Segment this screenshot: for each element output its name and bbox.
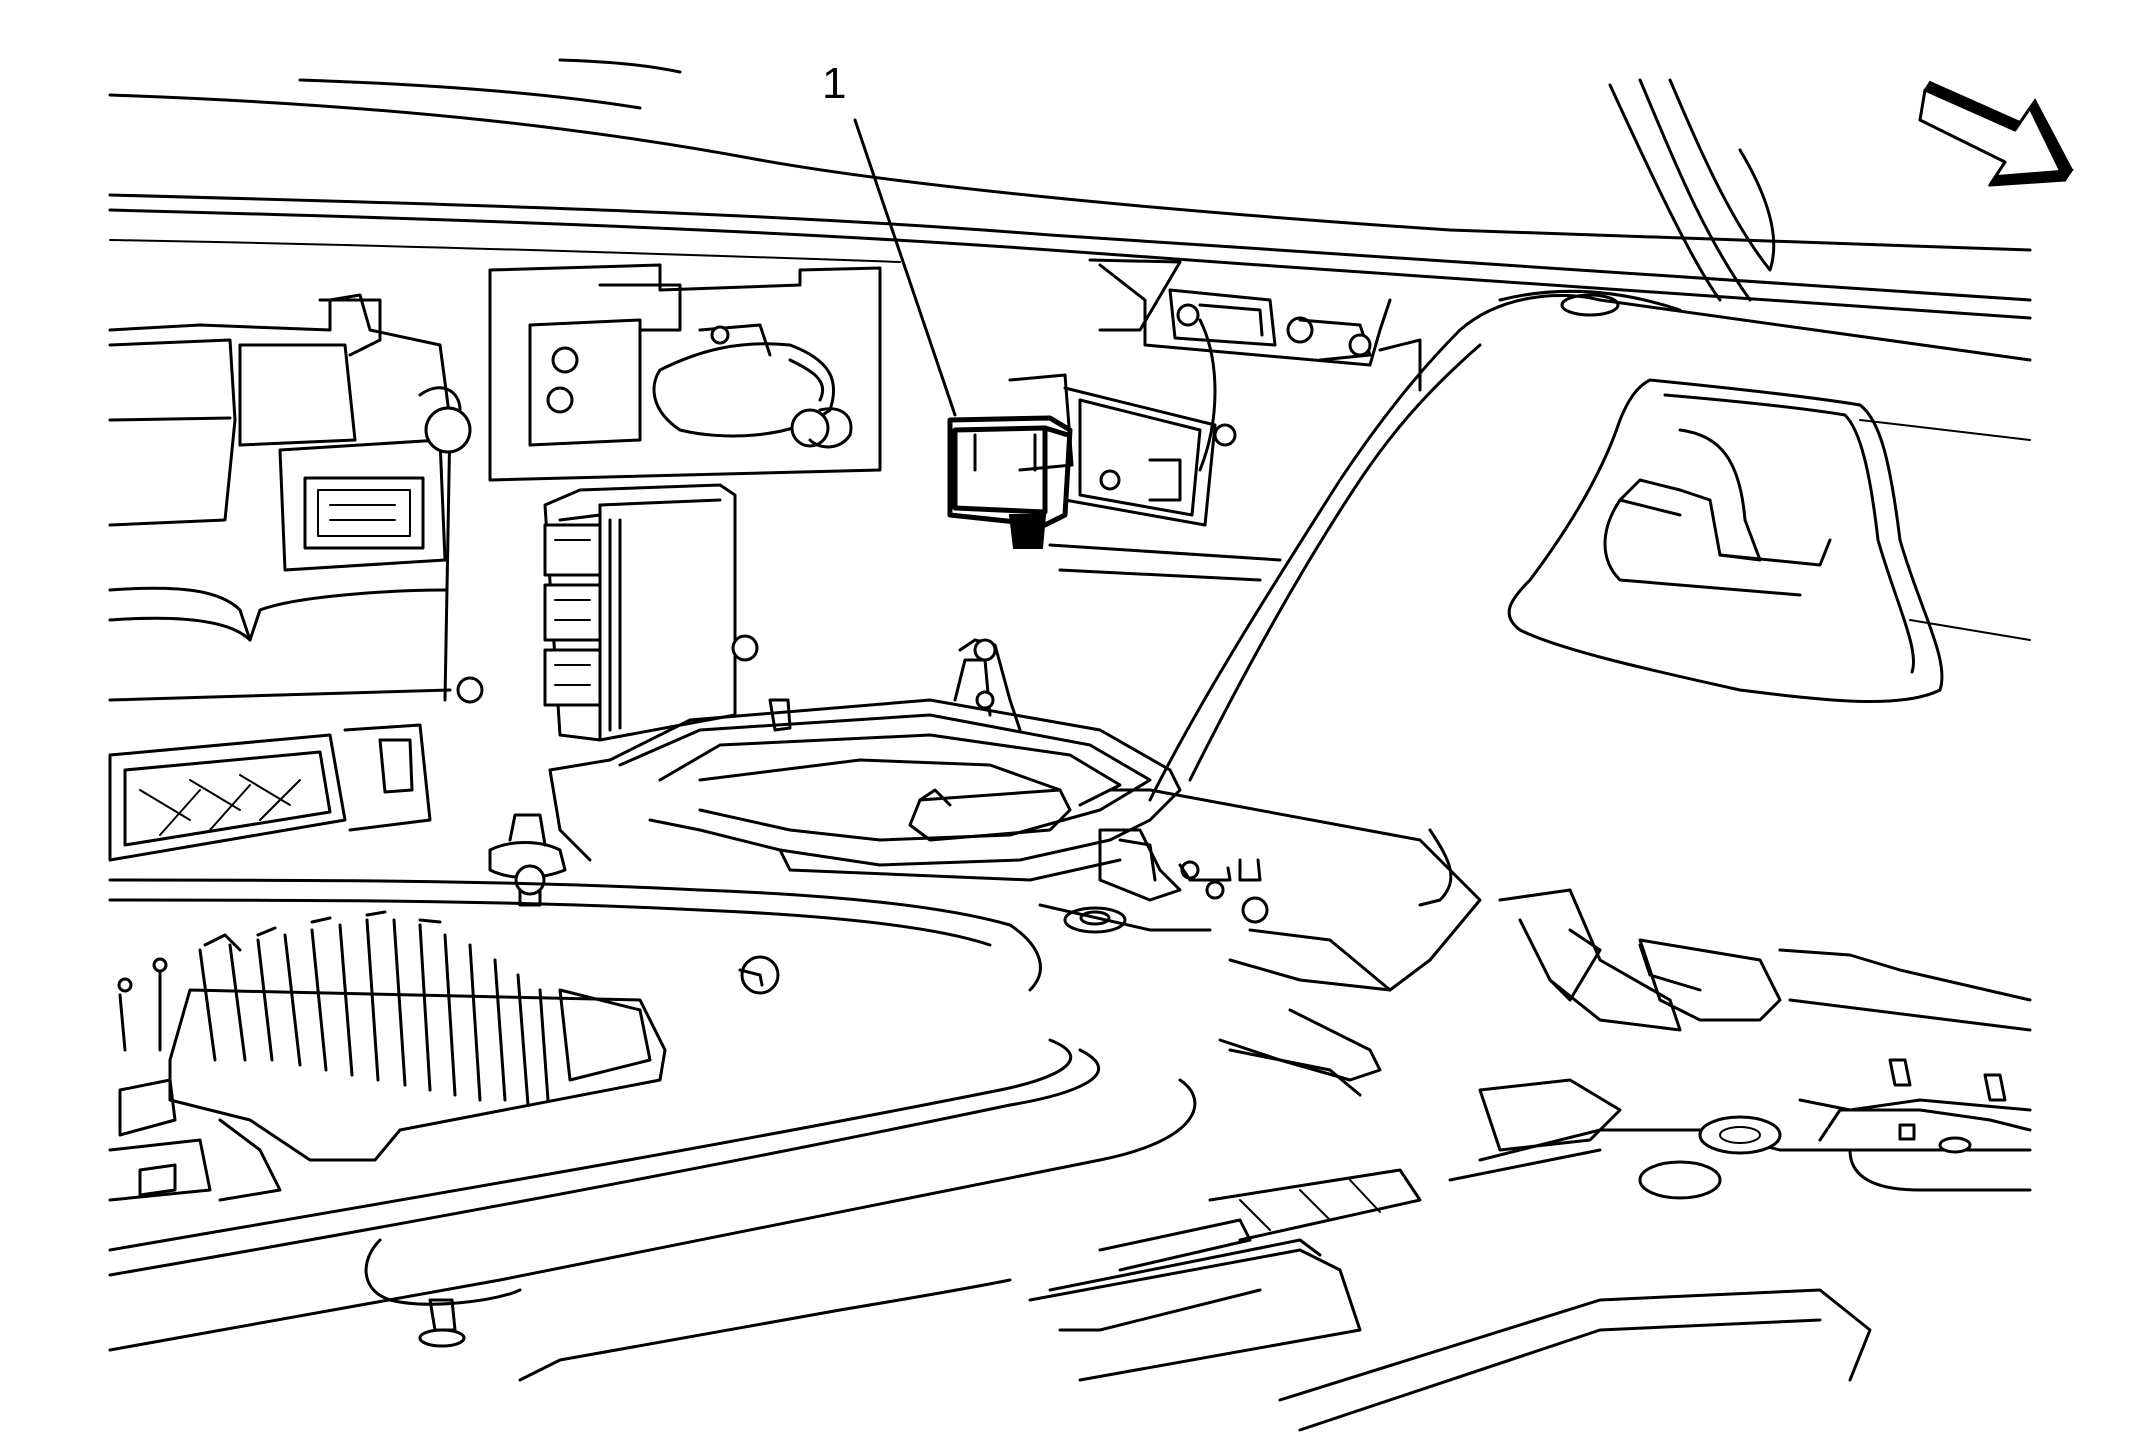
direction-arrow-icon bbox=[1918, 80, 2075, 187]
right-floor-panels bbox=[1108, 788, 2032, 1200]
amplifier bbox=[108, 878, 1042, 1202]
upper-bracket bbox=[488, 263, 882, 482]
load-floor bbox=[108, 1038, 2032, 1432]
callout-number-1: 1 bbox=[822, 59, 847, 108]
floor-connector bbox=[1038, 828, 1269, 934]
floor-studs bbox=[418, 813, 780, 1348]
left-trim-panel bbox=[108, 293, 472, 702]
vent-grille bbox=[108, 723, 432, 862]
rear-quarter-trim bbox=[1048, 293, 2032, 802]
callout-leader bbox=[853, 118, 957, 417]
right-upper-bracket bbox=[1098, 263, 1422, 392]
headliner bbox=[108, 58, 2032, 332]
sensor-component bbox=[947, 373, 1237, 549]
storage-well bbox=[548, 638, 1182, 882]
control-module bbox=[456, 483, 759, 742]
rear-pillar bbox=[1498, 78, 1776, 317]
